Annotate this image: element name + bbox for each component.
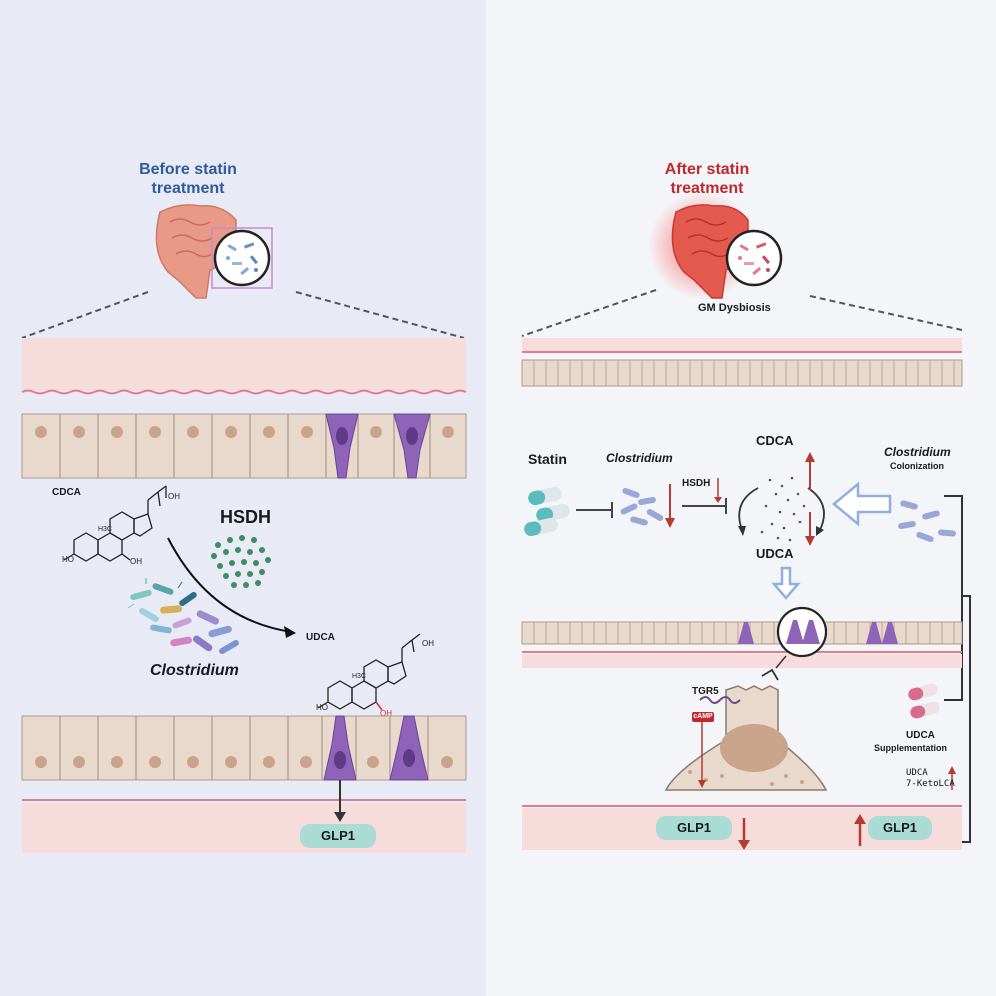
svg-text:H3C: H3C bbox=[352, 673, 366, 680]
after-title: After statin treatment bbox=[664, 161, 750, 197]
clostridium-reduced-label: Clostridium bbox=[606, 451, 673, 465]
microbiota-magnifier-icon bbox=[213, 229, 271, 287]
udca-structure-icon bbox=[317, 633, 421, 710]
svg-text:H3C: H3C bbox=[98, 526, 112, 533]
ratio-legend-ketolca: 7-KetoLCA bbox=[906, 779, 955, 789]
hsdh-label: HSDH bbox=[220, 507, 272, 527]
clostridium-label: Clostridium bbox=[150, 662, 239, 679]
svg-text:OH: OH bbox=[130, 557, 142, 566]
l-cell-icon bbox=[664, 685, 828, 791]
cdca-structure-icon bbox=[63, 485, 167, 562]
statin-label: Statin bbox=[528, 451, 567, 467]
lcell-zoom-icon bbox=[775, 606, 828, 669]
supplementation-title: UDCA bbox=[906, 730, 935, 741]
ratio-legend-udca: UDCA bbox=[906, 768, 928, 778]
zoom-box bbox=[211, 227, 273, 289]
gm-dysbiosis-label: GM Dysbiosis bbox=[698, 302, 771, 314]
udca-pills-icon bbox=[908, 683, 940, 719]
svg-text:OH: OH bbox=[422, 639, 434, 648]
before-title: Before statin treatment bbox=[139, 161, 237, 197]
udca-down-arrow bbox=[771, 566, 801, 600]
supplementation-subtitle: Supplementation bbox=[874, 743, 948, 753]
hsdh-label-right: HSDH bbox=[682, 478, 711, 489]
ratio-legend: UDCA 7-KetoLCA bbox=[906, 768, 955, 790]
clostridium-reduced-icon bbox=[620, 487, 664, 526]
cdca-label-right: CDCA bbox=[756, 433, 794, 448]
camp-label: cAMP bbox=[693, 713, 713, 720]
svg-text:OH: OH bbox=[168, 492, 180, 501]
top-epithelium bbox=[21, 413, 467, 479]
statin-pills-icon bbox=[524, 486, 570, 537]
udca-label-right: UDCA bbox=[756, 546, 794, 561]
glp1-pill-decreased: GLP1 bbox=[656, 816, 732, 840]
bottom-epithelium bbox=[21, 715, 467, 781]
svg-text:HO: HO bbox=[62, 555, 74, 564]
colonization-arrow bbox=[832, 481, 892, 527]
colonization-title: Clostridium bbox=[884, 445, 951, 459]
udca-label: UDCA bbox=[306, 632, 335, 643]
middle-epithelium bbox=[521, 621, 963, 645]
clostridium-colonization-icon bbox=[898, 500, 956, 543]
colonization-subtitle: Colonization bbox=[890, 461, 944, 471]
after-diagram bbox=[521, 192, 971, 850]
before-statin-panel: Before statin treatment bbox=[0, 0, 486, 996]
glp1-pill: GLP1 bbox=[300, 824, 376, 848]
hsdh-enzyme-dots bbox=[211, 535, 271, 588]
after-statin-panel: After statin treatment bbox=[486, 0, 996, 996]
top-epithelium-thin bbox=[521, 359, 963, 387]
bottom-mucosa bbox=[22, 803, 466, 853]
svg-text:OH: OH bbox=[380, 709, 392, 718]
top-mucosa bbox=[22, 338, 466, 390]
bile-acid-dots bbox=[760, 476, 806, 542]
before-diagram: HO OH OH H3C bbox=[21, 204, 467, 853]
clostridium-bacteria-icon bbox=[127, 578, 239, 654]
svg-text:HO: HO bbox=[316, 703, 328, 712]
tgr5-label: TGR5 bbox=[692, 686, 719, 697]
cdca-label: CDCA bbox=[52, 487, 81, 498]
inflamed-intestine-icon bbox=[648, 192, 756, 300]
glp1-pill-increased: GLP1 bbox=[868, 816, 932, 840]
dysbiosis-magnifier-icon bbox=[725, 229, 783, 287]
